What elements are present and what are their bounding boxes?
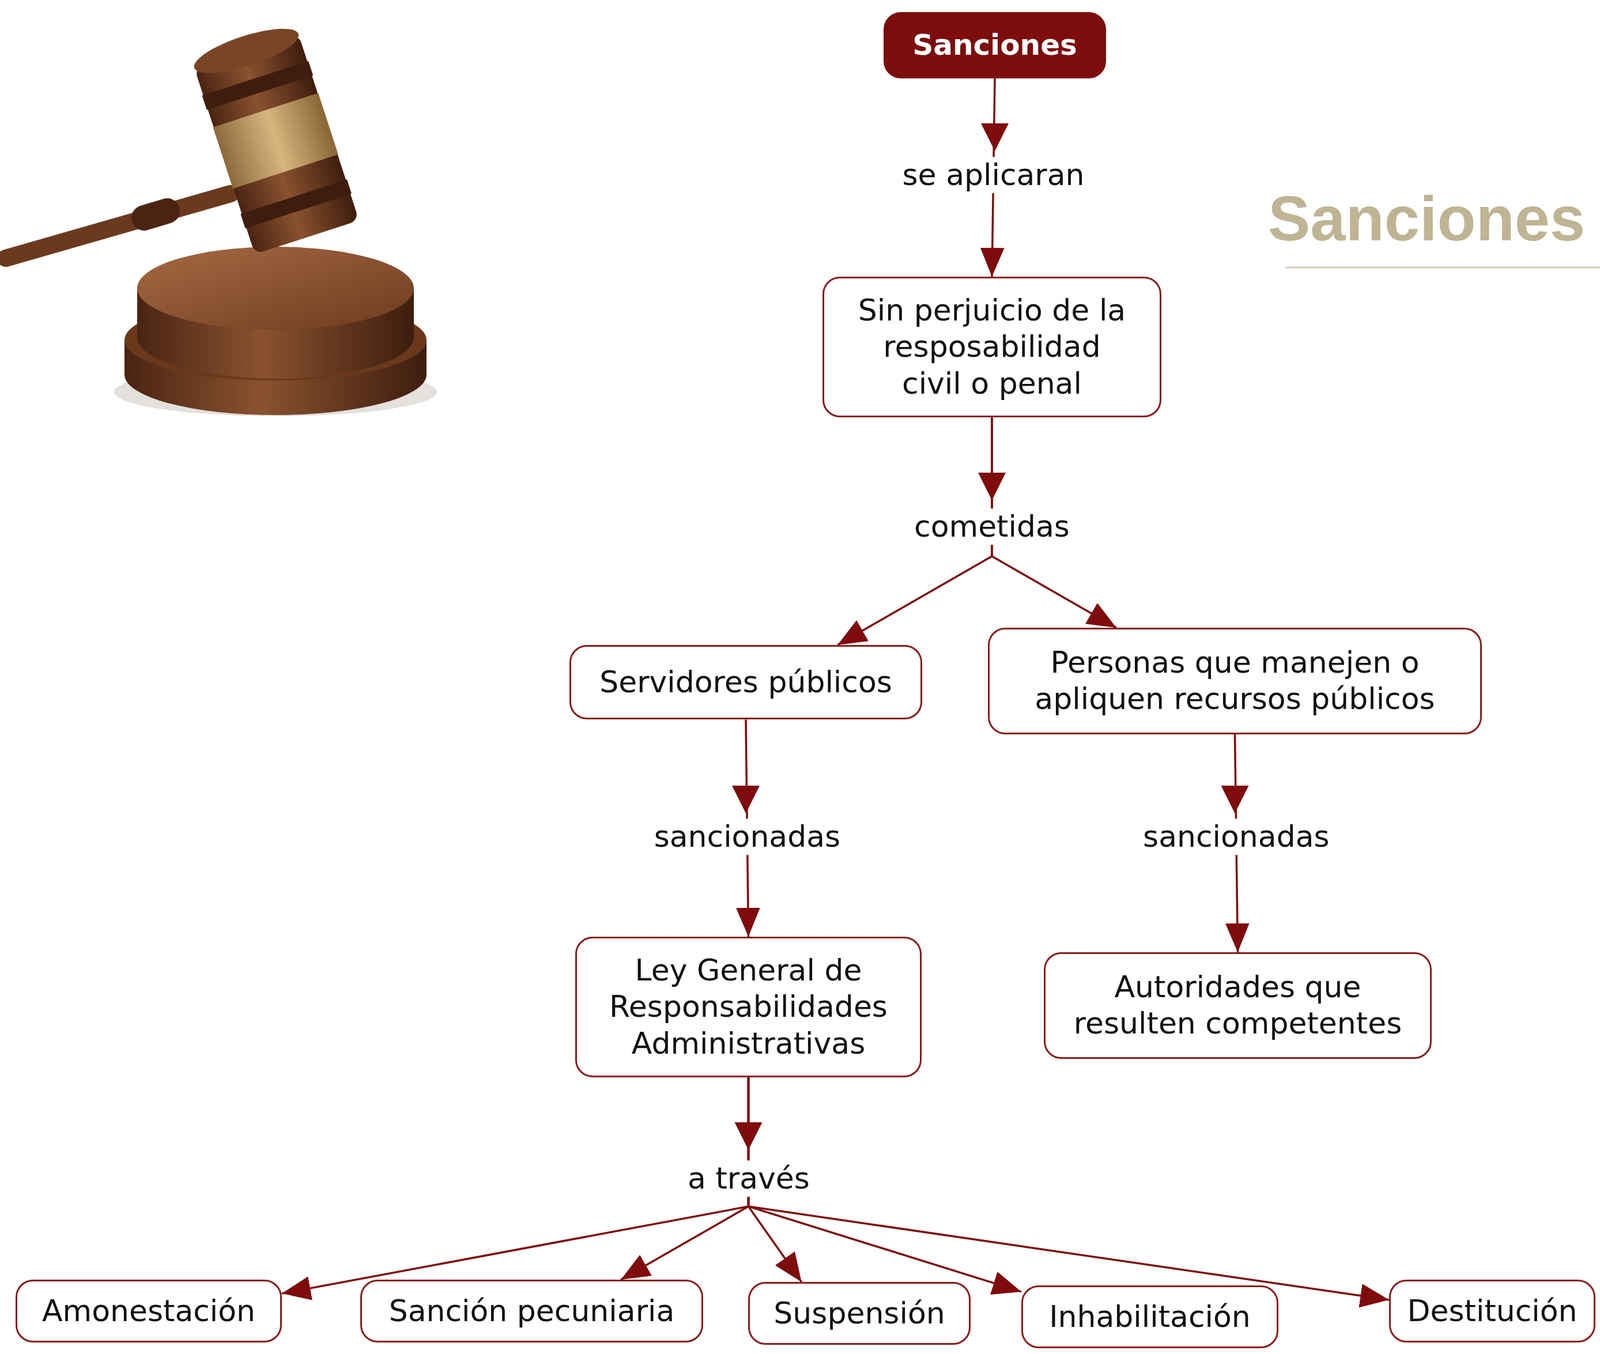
link-label: sancionadas bbox=[1137, 818, 1336, 855]
concept-box: Ley General de Responsabilidades Adminis… bbox=[575, 936, 922, 1078]
arrowhead bbox=[980, 123, 1009, 152]
node-text: Amonestación bbox=[42, 1292, 256, 1330]
node-text: Destitución bbox=[1406, 1292, 1577, 1330]
head-ring bbox=[240, 179, 352, 229]
base-top bbox=[137, 246, 414, 330]
sanction-box: Amonestación bbox=[15, 1279, 282, 1343]
connector bbox=[748, 1077, 1390, 1300]
gold-band bbox=[213, 92, 339, 189]
link-label: a través bbox=[681, 1160, 816, 1197]
node-text: Inhabilitación bbox=[1048, 1298, 1251, 1335]
concept-box: Personas que manejen o apliquen recursos… bbox=[987, 627, 1482, 735]
node-text: Sanciones bbox=[912, 27, 1078, 63]
sanction-box: Destitución bbox=[1389, 1279, 1596, 1343]
sanction-box: Sanción pecuniaria bbox=[360, 1279, 704, 1343]
title-rule bbox=[1285, 266, 1600, 269]
arrowhead bbox=[734, 1122, 763, 1150]
arrowhead bbox=[978, 472, 1006, 501]
concept-box: Servidores públicos bbox=[569, 644, 923, 720]
node-text: Personas que manejen o apliquen recursos… bbox=[998, 644, 1471, 718]
sanction-box: Inhabilitación bbox=[1021, 1285, 1279, 1349]
concept-box: Sin perjuicio de la resposabilidad civil… bbox=[822, 276, 1162, 418]
node-text: Ley General de Responsabilidades Adminis… bbox=[586, 952, 911, 1062]
link-label: sancionadas bbox=[648, 818, 847, 855]
arrowhead bbox=[731, 785, 760, 814]
connector bbox=[281, 1077, 749, 1294]
root-box: Sanciones bbox=[883, 12, 1107, 79]
node-text: Suspensión bbox=[773, 1295, 945, 1332]
concept-box: Autoridades que resulten competentes bbox=[1043, 952, 1432, 1059]
link-label: se aplicaran bbox=[896, 156, 1091, 194]
handle-ring bbox=[144, 210, 168, 218]
node-text: Sin perjuicio de la resposabilidad civil… bbox=[851, 292, 1133, 402]
sanction-box: Suspensión bbox=[748, 1281, 971, 1345]
node-text: Sanción pecuniaria bbox=[389, 1292, 675, 1330]
arrowhead bbox=[1221, 785, 1249, 814]
link-label: cometidas bbox=[908, 508, 1076, 545]
node-text: Autoridades que resulten competentes bbox=[1065, 968, 1411, 1043]
gavel-illustration bbox=[0, 0, 439, 439]
node-text: Servidores públicos bbox=[599, 663, 893, 701]
page-title: Sanciones bbox=[1268, 183, 1586, 254]
gavel-handle bbox=[5, 193, 231, 259]
